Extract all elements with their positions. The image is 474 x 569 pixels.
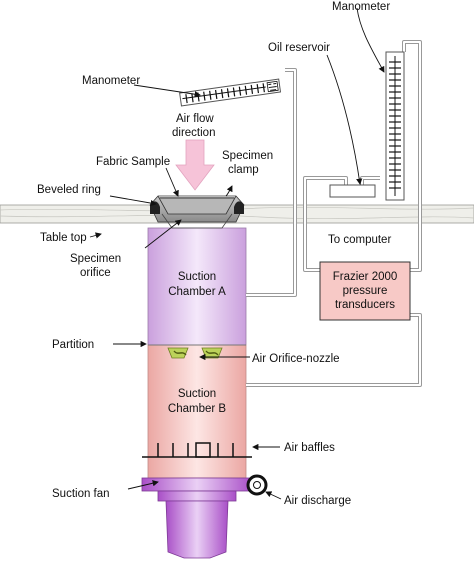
transducer-label-line2: pressure [343,285,388,297]
chamber-b-label-line1: Suction [178,388,216,400]
chamber-a-label-line2: Chamber A [168,286,226,298]
air-flow-arrow [175,139,215,191]
table-top-label: Table top [40,232,87,244]
specimen-clamp-label-line1: Specimen [222,150,273,162]
transducer-label-line1: Frazier 2000 [333,271,398,283]
suction-fan-label: Suction fan [52,488,110,500]
manometer-right-label: Manometer [332,1,390,13]
beveled-ring-label: Beveled ring [37,184,101,196]
fabric-sample-label: Fabric Sample [96,156,170,168]
specimen-clamp-label-line2: clamp [228,164,259,176]
pressure-transducer-box [319,261,411,321]
specimen-clamp-shape [149,195,245,229]
specimen-orifice-label-line2: orifice [80,267,111,279]
suction-chamber-a [147,227,247,346]
air-flow-label-line2: direction [172,127,215,139]
air-baffles-label: Air baffles [284,442,335,454]
to-computer-label: To computer [328,234,391,246]
manometer-left-label: Manometer [82,75,140,87]
chamber-b-label-line2: Chamber B [168,403,226,415]
air-flow-label-line1: Air flow [176,113,214,125]
partition-label: Partition [52,339,94,351]
inclined-manometer-shape [179,78,282,107]
chamber-a-label-line1: Suction [178,271,216,283]
tubing [246,40,422,387]
air-discharge-label: Air discharge [284,495,351,507]
air-baffles-shape [142,442,252,458]
suction-fan-shape [141,477,253,559]
transducer-label-line3: transducers [335,299,395,311]
oil-reservoir-label: Oil reservoir [268,42,330,54]
leader-lines [89,7,385,500]
oil-reservoir-block [329,184,376,198]
vertical-manometer-shape [385,51,405,201]
specimen-orifice-label-line1: Specimen [70,253,121,265]
orifice-nozzle-label: Air Orifice-nozzle [252,353,340,365]
air-discharge-ring [246,474,268,496]
